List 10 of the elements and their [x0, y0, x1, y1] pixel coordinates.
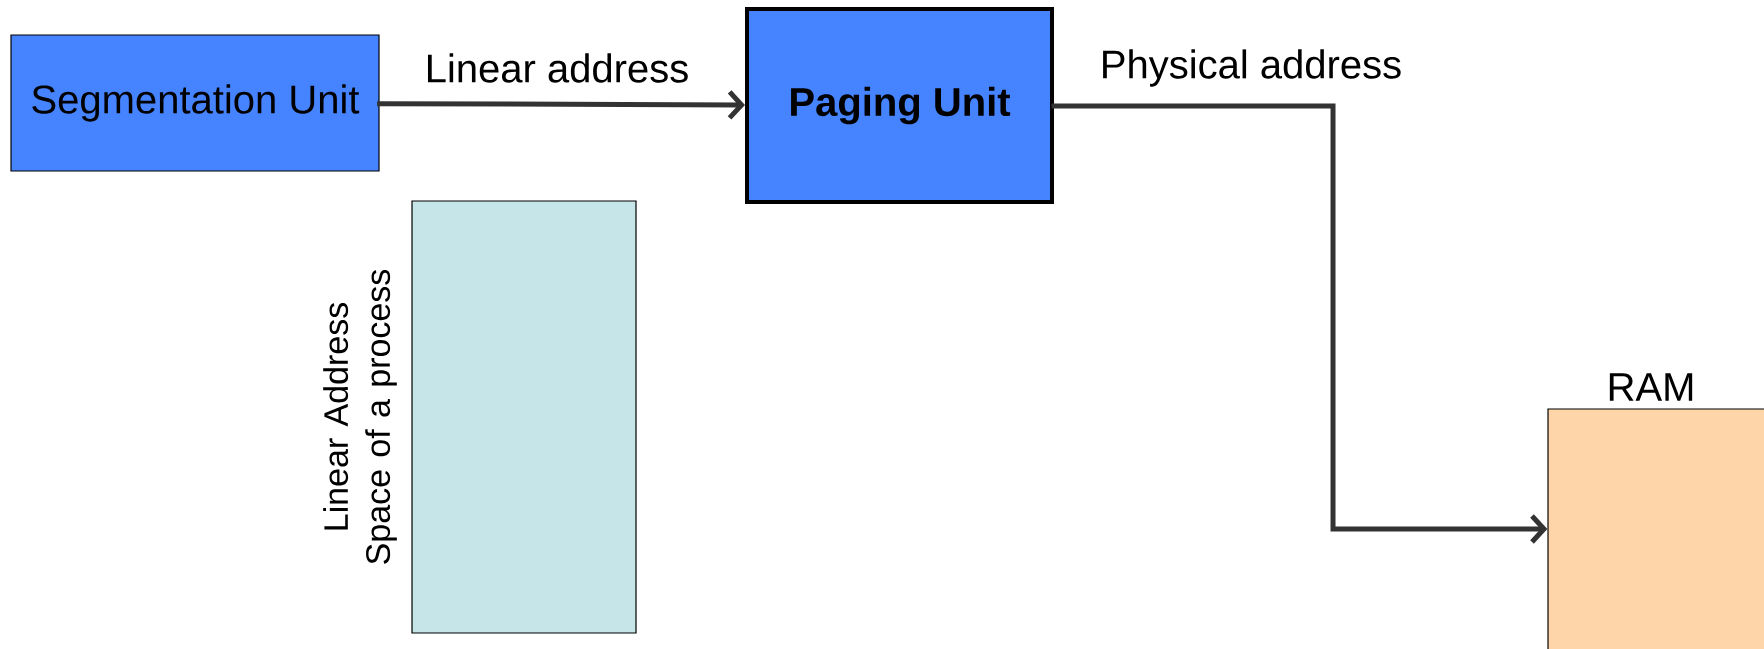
process-box: Segmentation Unit	[10, 34, 380, 172]
arrow	[377, 90, 745, 120]
arrow	[1051, 103, 1548, 544]
edge-label: Linear address	[428, 53, 688, 83]
edge-label: Physical address	[1103, 49, 1401, 87]
node-label: Linear Address Space of a process	[323, 269, 397, 564]
process-box: Paging Unit	[745, 7, 1054, 204]
node-label: RAM	[1609, 373, 1693, 401]
memory-block: RAM	[1547, 373, 1764, 649]
memory-block: Linear Address Space of a process	[323, 200, 637, 634]
